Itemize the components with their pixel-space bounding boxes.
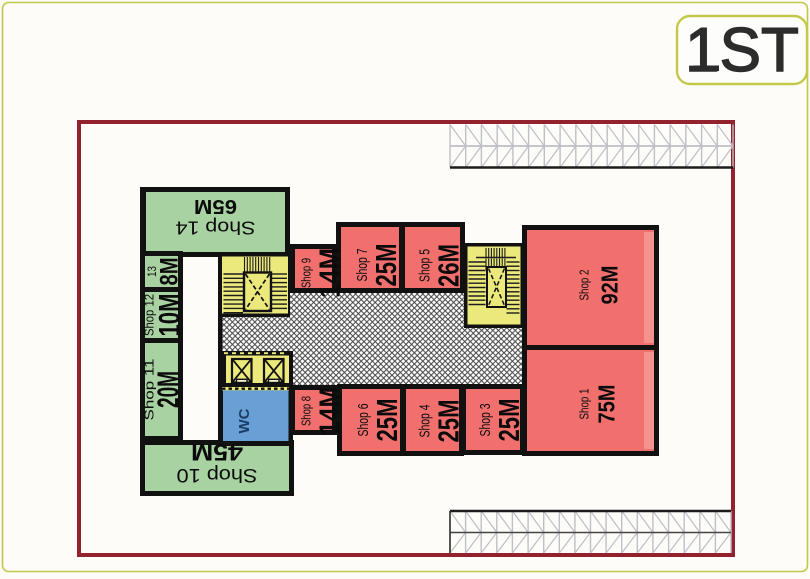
svg-text:25M: 25M <box>494 399 526 442</box>
svg-text:Shop 14: Shop 14 <box>176 218 256 238</box>
svg-text:Shop 6: Shop 6 <box>355 404 372 437</box>
svg-text:Shop 9: Shop 9 <box>300 258 314 288</box>
svg-text:26M: 26M <box>434 244 466 287</box>
svg-text:25M: 25M <box>372 399 404 442</box>
svg-text:WC: WC <box>236 408 253 433</box>
svg-text:8M: 8M <box>156 258 184 286</box>
svg-text:14M: 14M <box>315 387 347 435</box>
svg-text:1ST: 1ST <box>685 16 799 85</box>
svg-text:Shop 4: Shop 4 <box>417 405 434 438</box>
svg-text:Shop 10: Shop 10 <box>177 464 258 485</box>
svg-text:13: 13 <box>145 266 159 277</box>
svg-text:75M: 75M <box>594 385 620 424</box>
svg-text:25M: 25M <box>434 400 466 443</box>
svg-text:25M: 25M <box>371 244 403 287</box>
svg-text:Shop 3: Shop 3 <box>477 404 494 437</box>
svg-text:65M: 65M <box>194 195 237 218</box>
svg-text:Shop 7: Shop 7 <box>354 249 371 282</box>
svg-text:14M: 14M <box>315 248 347 298</box>
svg-text:Shop 5: Shop 5 <box>417 249 434 282</box>
svg-text:Shop 8: Shop 8 <box>300 396 314 426</box>
svg-text:Shop 12: Shop 12 <box>143 294 157 336</box>
svg-text:20M: 20M <box>151 371 186 408</box>
svg-text:10M: 10M <box>154 294 187 337</box>
svg-text:45M: 45M <box>191 438 243 465</box>
svg-text:Shop 1: Shop 1 <box>577 389 592 420</box>
svg-text:92M: 92M <box>597 266 623 305</box>
svg-text:Shop 11: Shop 11 <box>143 358 157 420</box>
svg-text:Shop 2: Shop 2 <box>577 270 592 301</box>
